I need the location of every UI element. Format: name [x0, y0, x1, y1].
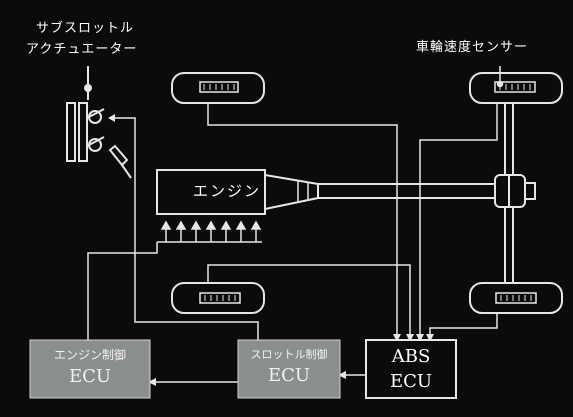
- engine-ecu-line1: エンジン制御: [53, 348, 126, 362]
- engine-ecu-label: エンジン制御 ECU: [30, 348, 150, 387]
- wheel-speed-sensor-label: 車輪速度センサー: [416, 40, 529, 55]
- abs-ecu-line2: ECU: [389, 370, 433, 392]
- engine-injection-arrows: [157, 220, 262, 243]
- abs-ecu-line1: ABS: [391, 346, 431, 367]
- throttle-ecu-line1: スロットル制御: [250, 348, 328, 361]
- abs-ecu-box: [365, 339, 457, 399]
- engine-block: [156, 169, 319, 215]
- sensor-pointer: [496, 66, 504, 88]
- sub-throttle-actuator: [66, 66, 132, 179]
- front-right-wheel: [469, 72, 563, 104]
- throttle-ecu-box: [237, 339, 341, 399]
- abs-ecu-label: ABS ECU: [366, 346, 456, 392]
- front-left-wheel: [171, 72, 265, 104]
- sub-throttle-label-line1: サブスロットル: [36, 21, 135, 36]
- signal-arrowheads: [108, 114, 434, 386]
- throttle-ecu-label: スロットル制御 ECU: [238, 348, 340, 386]
- throttle-ecu-line2: ECU: [267, 364, 311, 386]
- engine-label: エンジン: [193, 182, 262, 200]
- rear-left-wheel: [171, 282, 265, 314]
- rear-right-wheel: [469, 282, 563, 314]
- engine-ecu-box: [29, 339, 151, 399]
- engine-ecu-line2: ECU: [68, 365, 112, 387]
- sub-throttle-label-line2: アクチュエーター: [26, 42, 138, 57]
- drivetrain: [318, 103, 536, 283]
- signal-lines: [87, 103, 498, 383]
